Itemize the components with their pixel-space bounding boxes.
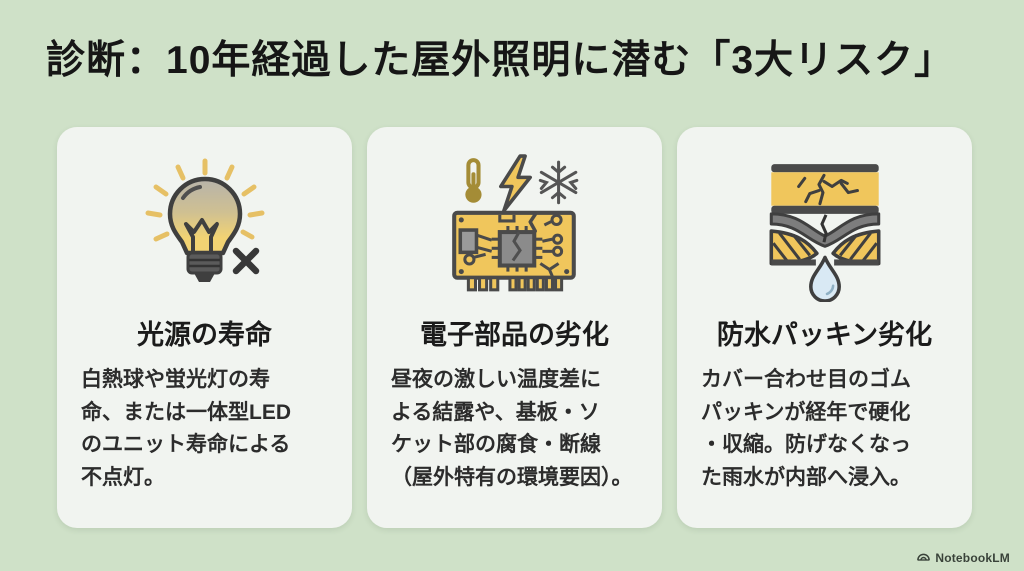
- lower-layer-left: [769, 229, 819, 266]
- burned-out-bulb-icon: [130, 147, 280, 305]
- pcb-vias: [462, 213, 563, 266]
- card-heading: 防水パッキン劣化: [716, 320, 933, 350]
- pcb-notch: [497, 214, 516, 223]
- card-body: 昼夜の激しい温度差に よる結露や、基板・ソ ケット部の腐食・断線 （屋外特有の環…: [391, 368, 633, 489]
- card-gasket-degradation: 防水パッキン劣化 カバー合わせ目のゴム パッキンが経年で硬化 ・収縮。防げなくな…: [677, 127, 972, 528]
- bulb-base: [186, 251, 222, 275]
- pcb-component: [458, 228, 478, 255]
- bulb-svg: [145, 158, 264, 282]
- bulb-glass: [167, 176, 242, 256]
- page-title: 診断：10年経過した屋外照明に潜む「3大リスク」: [46, 39, 955, 82]
- gasket-band: [769, 212, 880, 248]
- bulb-base-tip: [193, 273, 215, 282]
- risk-cards: 光源の寿命 白熱球や蛍光灯の寿 命、または一体型LED のユニット寿命による 不…: [57, 127, 972, 528]
- circuit-svg: [451, 154, 578, 292]
- gasket-svg: [769, 164, 880, 302]
- water-drop-highlight: [825, 284, 834, 296]
- snowflake-icon: [538, 160, 578, 205]
- gasket-crack: [819, 214, 828, 243]
- lower-layer-right: [830, 229, 880, 266]
- pcb-pins: [466, 276, 563, 292]
- pcb-traces: [472, 219, 559, 278]
- circuit-board-degradation-icon: [439, 147, 591, 305]
- failure-x-icon: [232, 247, 259, 275]
- cover-cracks: [796, 173, 859, 206]
- gasket-leak-icon: [749, 147, 901, 305]
- pcb-screw-holes: [458, 217, 569, 275]
- notebooklm-label: NotebookLM: [935, 550, 1010, 565]
- cover-bottom-edge: [770, 205, 879, 214]
- cover-slab: [770, 172, 879, 206]
- chip: [491, 226, 542, 272]
- card-heading: 光源の寿命: [137, 320, 272, 350]
- lightning-icon: [498, 154, 532, 213]
- cover-top-edge: [770, 164, 879, 173]
- thermometer-icon: [464, 158, 482, 203]
- notebooklm-watermark: NotebookLM: [916, 550, 1010, 565]
- bulb-rays: [145, 158, 264, 242]
- card-light-source-lifespan: 光源の寿命 白熱球や蛍光灯の寿 命、または一体型LED のユニット寿命による 不…: [57, 127, 352, 528]
- card-body: 白熱球や蛍光灯の寿 命、または一体型LED のユニット寿命による 不点灯。: [81, 368, 291, 489]
- card-electronics-degradation: 電子部品の劣化 昼夜の激しい温度差に よる結露や、基板・ソ ケット部の腐食・断線…: [367, 127, 662, 528]
- bulb-highlight: [180, 185, 202, 200]
- card-heading: 電子部品の劣化: [420, 320, 609, 350]
- card-body: カバー合わせ目のゴム パッキンが経年で硬化 ・収縮。防げなくなっ た雨水が内部へ…: [701, 368, 911, 489]
- notebooklm-logo-icon: [917, 553, 931, 561]
- bulb-filament: [183, 218, 219, 253]
